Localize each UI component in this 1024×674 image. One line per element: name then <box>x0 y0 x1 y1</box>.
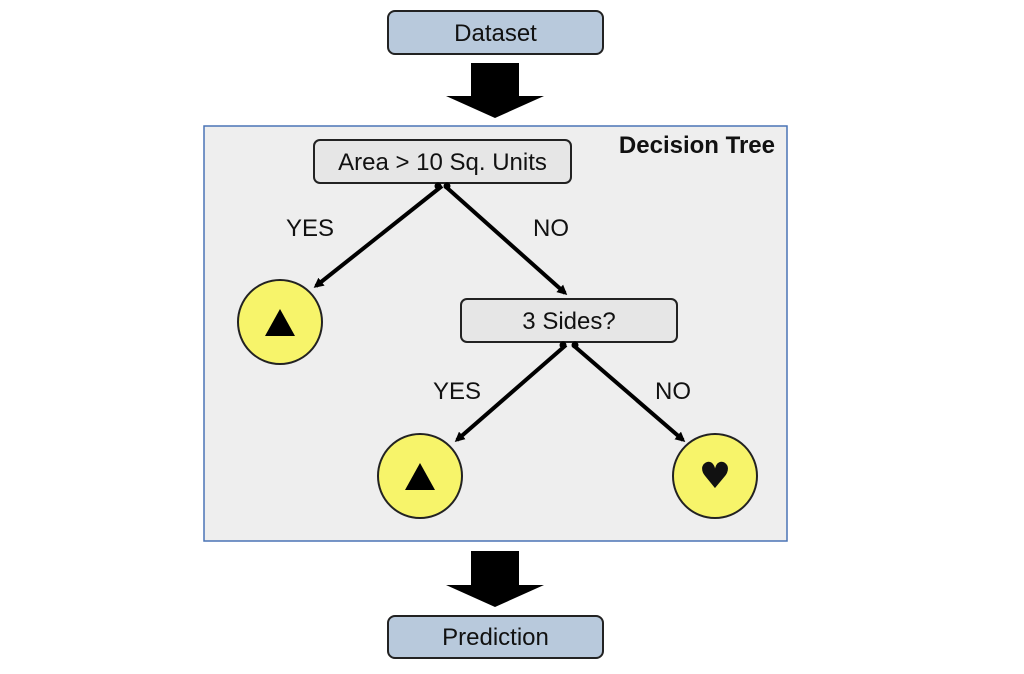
triangle-icon <box>405 463 435 490</box>
root-question-label: Area > 10 Sq. Units <box>338 149 547 176</box>
prediction-label: Prediction <box>442 624 549 651</box>
leaf-middle <box>377 433 463 519</box>
dataset-label: Dataset <box>454 20 537 47</box>
sub-decision-node: 3 Sides? <box>460 298 678 343</box>
sub-no-label: NO <box>655 378 691 405</box>
dataset-to-tree-arrow <box>446 63 544 118</box>
leaf-right: ♥ <box>672 433 758 519</box>
sub-no-edge <box>571 343 686 442</box>
tree-to-prediction-arrow <box>446 551 544 607</box>
prediction-box: Prediction <box>387 615 604 659</box>
root-no-edge <box>443 184 568 295</box>
sub-yes-edge <box>454 343 568 442</box>
root-yes-edge <box>313 184 444 288</box>
root-decision-node: Area > 10 Sq. Units <box>313 139 572 184</box>
triangle-icon <box>265 309 295 336</box>
sub-yes-label: YES <box>433 378 481 405</box>
root-no-label: NO <box>533 215 569 242</box>
root-yes-label: YES <box>286 215 334 242</box>
heart-icon: ♥ <box>699 456 731 497</box>
leaf-left <box>237 279 323 365</box>
decision-tree-title: Decision Tree <box>619 132 775 159</box>
dataset-box: Dataset <box>387 10 604 55</box>
sub-question-label: 3 Sides? <box>522 308 615 335</box>
